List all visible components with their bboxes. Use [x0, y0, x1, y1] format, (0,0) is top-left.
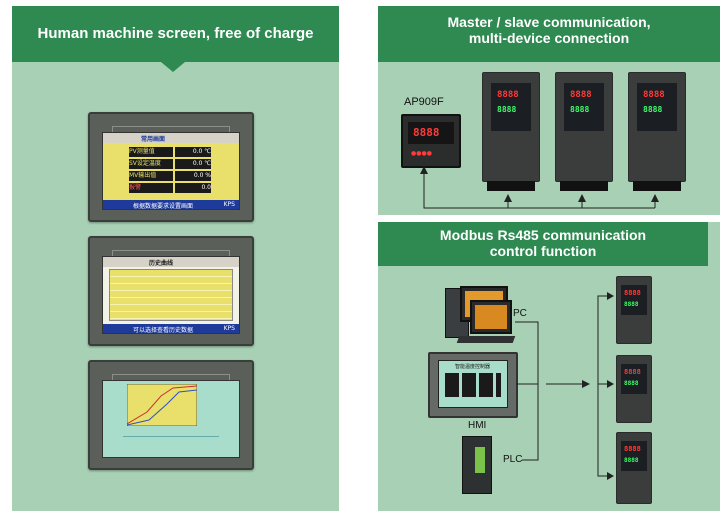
- hmi-device-title: 智能温度控制器: [455, 364, 491, 370]
- hmi-screen-curve: [88, 360, 254, 470]
- hmi-readout-row: 报警 0.0: [129, 183, 211, 193]
- plc-label: PLC: [503, 454, 523, 465]
- controller-digits: 8888: [643, 90, 665, 100]
- controller-digits-sv: 8888: [570, 105, 590, 114]
- rs485-controller-1: 8888 8888: [616, 276, 652, 344]
- right-bottom-banner-line2: control function: [489, 243, 597, 259]
- controller-display: 8888 8888: [621, 285, 647, 315]
- hmi-screen-realtime: 常用画面 PV测量值 0.0 ℃ SV设定温度 0.0 ℃ MV输出值 0.0 …: [88, 112, 254, 222]
- hmi-display: 历史曲线 可以选择查看历史数据 KPS: [102, 256, 240, 334]
- hmi-readout-label: 报警: [129, 183, 173, 193]
- slave-controller-1: 8888 8888: [482, 72, 540, 191]
- hmi-readout-row: SV设定温度 0.0 ℃: [129, 159, 211, 169]
- hmi-readout-value: 0.0 ℃: [175, 147, 211, 157]
- pc-label: PC: [513, 308, 527, 319]
- rs485-controller-2: 8888 8888: [616, 355, 652, 423]
- right-bottom-banner-line1: Modbus Rs485 communication: [439, 227, 647, 243]
- hmi-readout-value: 0.0 ℃: [175, 159, 211, 169]
- controller-digits-sv: 8888: [624, 380, 639, 387]
- right-top-banner-line2: multi-device connection: [468, 30, 630, 46]
- pc-monitor-2-screen: [475, 305, 507, 329]
- controller-digits-sv: 8888: [497, 105, 517, 114]
- hmi-table: [109, 269, 233, 321]
- hmi-device: 智能温度控制器: [428, 352, 518, 418]
- controller-base: [560, 181, 608, 191]
- right-top-banner-line1: Master / slave communication,: [447, 14, 651, 30]
- hmi-title-bar: 历史曲线: [103, 257, 239, 267]
- left-banner-pointer: [161, 62, 185, 72]
- controller-display: 8888 8888: [621, 441, 647, 471]
- hmi-footer-bar: 根据数据要求设置画面 KPS: [103, 200, 239, 210]
- hmi-title: 常用画面: [141, 136, 166, 143]
- controller-digits-sv: 8888: [624, 457, 639, 464]
- hmi-footer-brand: KPS: [223, 201, 235, 208]
- controller-digits: 8888: [570, 90, 592, 100]
- hmi-display: [102, 380, 240, 458]
- master-controller: 8888 ●●●●: [401, 114, 461, 168]
- controller-display: 8888 8888: [564, 83, 604, 131]
- hmi-screen-history: 历史曲线 可以选择查看历史数据 KPS: [88, 236, 254, 346]
- hmi-readout-label: SV设定温度: [129, 159, 173, 169]
- master-controller-label: AP909F: [404, 96, 444, 108]
- hmi-readout-label: PV测量值: [129, 147, 173, 157]
- hmi-footer-bar: 可以选择查看历史数据 KPS: [103, 324, 239, 334]
- controller-display: 8888 8888: [491, 83, 531, 131]
- plc-device: [462, 436, 492, 494]
- controller-digits: 8888: [624, 445, 641, 453]
- hmi-display: 常用画面 PV测量值 0.0 ℃ SV设定温度 0.0 ℃ MV输出值 0.0 …: [102, 132, 240, 210]
- hmi-readout-row: PV测量值 0.0 ℃: [129, 147, 211, 157]
- hmi-footer-text: 根据数据要求设置画面: [133, 203, 194, 210]
- right-bottom-banner: Modbus Rs485 communication control funct…: [378, 222, 708, 266]
- hmi-readouts: PV测量值 0.0 ℃ SV设定温度 0.0 ℃ MV输出值 0.0 % 报警 …: [129, 147, 211, 193]
- hmi-footer-text: 可以选择查看历史数据: [133, 327, 194, 334]
- controller-base: [487, 181, 535, 191]
- plc-label-strip: [475, 447, 485, 473]
- controller-display: 8888 8888: [621, 364, 647, 394]
- controller-digits: 8888: [624, 368, 641, 376]
- hmi-readout-value: 0.0 %: [175, 171, 211, 181]
- hmi-curve-plot: [127, 384, 197, 426]
- master-controller-display: 8888: [408, 122, 454, 144]
- hmi-footer-brand: KPS: [223, 325, 235, 332]
- hmi-readout-label: MV输出值: [129, 171, 173, 181]
- master-controller-keys: ●●●●: [411, 150, 432, 157]
- controller-display: 8888 8888: [637, 83, 677, 131]
- hmi-device-readouts: [445, 373, 501, 397]
- hmi-title-bar: 常用画面: [103, 133, 239, 143]
- controller-digits-sv: 8888: [643, 105, 663, 114]
- left-banner-title: Human machine screen, free of charge: [37, 25, 314, 42]
- master-controller-digits: 8888: [413, 126, 440, 139]
- controller-digits-sv: 8888: [624, 301, 639, 308]
- rs485-controller-3: 8888 8888: [616, 432, 652, 504]
- hmi-label: HMI: [468, 420, 487, 431]
- slave-controller-3: 8888 8888: [628, 72, 686, 191]
- controller-digits: 8888: [497, 90, 519, 100]
- pc-keyboard: [456, 336, 516, 343]
- hmi-button-row: [123, 436, 219, 451]
- hmi-readout-row: MV输出值 0.0 %: [129, 171, 211, 181]
- left-banner: Human machine screen, free of charge: [12, 6, 339, 62]
- hmi-readout-value: 0.0: [175, 183, 211, 193]
- controller-base: [633, 181, 681, 191]
- pc-monitor-2: [470, 300, 512, 334]
- hmi-device-screen: 智能温度控制器: [438, 360, 508, 408]
- hmi-title: 历史曲线: [149, 260, 174, 267]
- slave-controller-2: 8888 8888: [555, 72, 613, 191]
- right-top-banner: Master / slave communication, multi-devi…: [378, 6, 720, 62]
- controller-digits: 8888: [624, 289, 641, 297]
